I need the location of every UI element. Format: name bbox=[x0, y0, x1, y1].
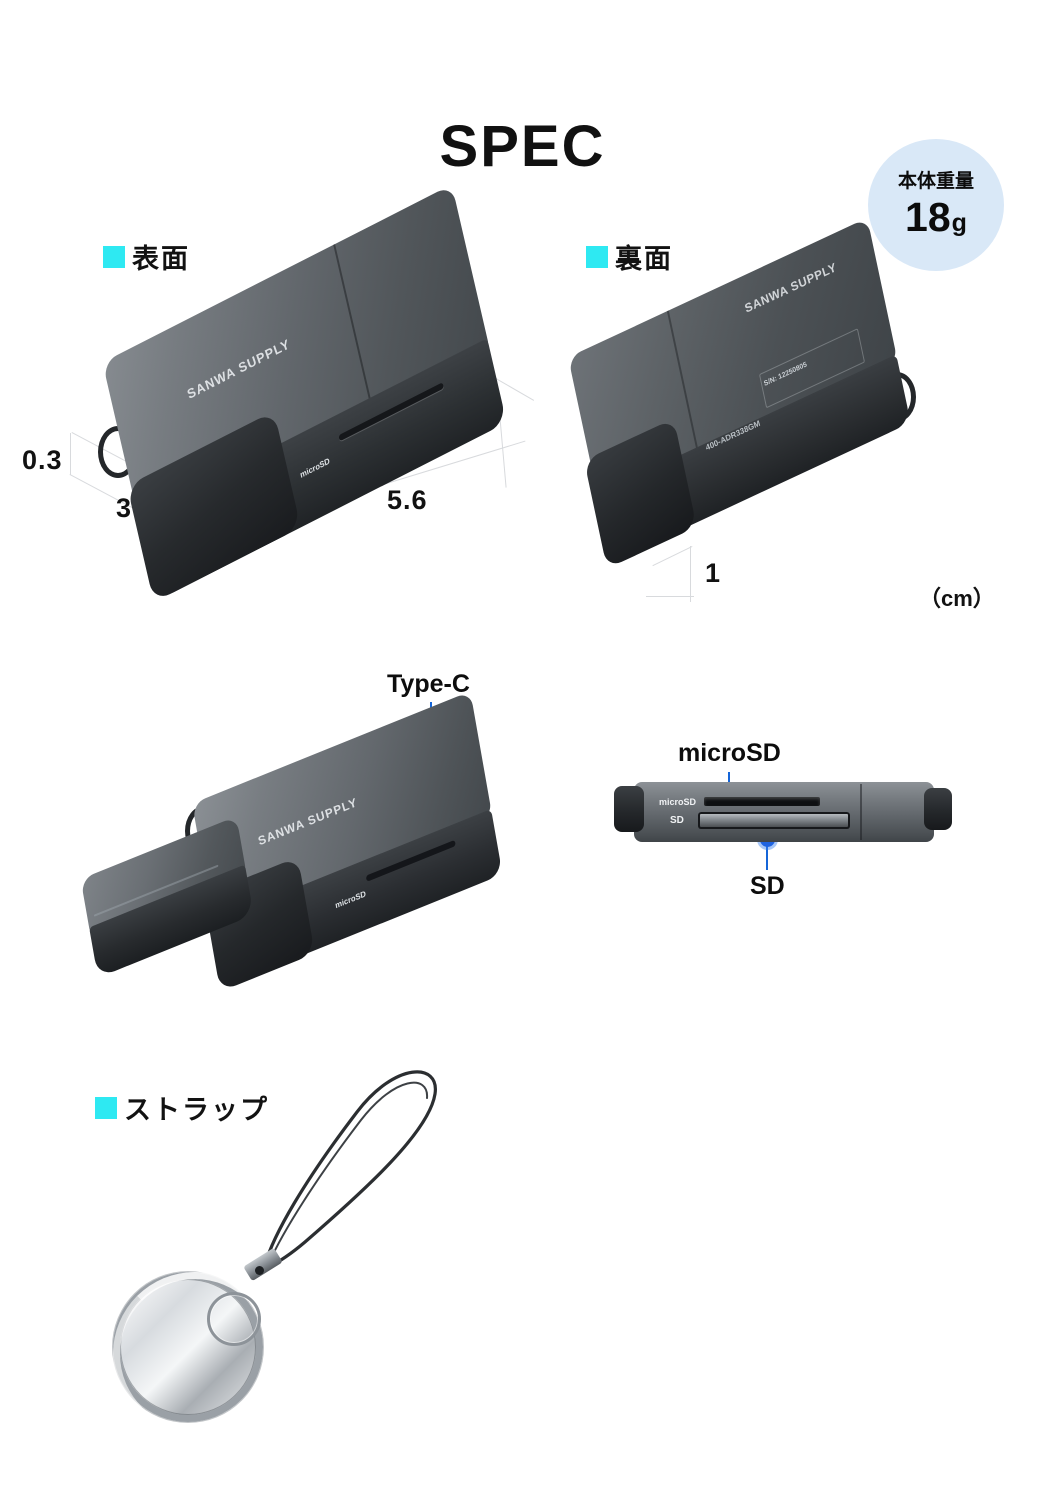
product-body-back: SANWA SUPPLY S/N: 12250805 400-ADR338GM bbox=[568, 217, 911, 569]
section-heading-strap: ストラップ bbox=[95, 1088, 269, 1127]
dimension-back-thickness: 1 bbox=[705, 558, 722, 588]
sd-card-slot bbox=[698, 812, 850, 829]
callout-leader-line bbox=[766, 838, 768, 870]
cyan-square-marker-icon bbox=[95, 1096, 117, 1119]
weight-unit: g bbox=[951, 209, 967, 237]
product-slots-end-view-image: microSD SD bbox=[612, 778, 962, 850]
dimension-guide-line bbox=[70, 433, 71, 475]
weight-number: 18 bbox=[905, 194, 951, 240]
device-end-cap-right bbox=[924, 788, 952, 830]
section-label-front: 表面 bbox=[132, 244, 190, 274]
callout-microsd: microSD bbox=[678, 739, 781, 767]
dimension-length: 5.6 bbox=[387, 485, 428, 515]
dimension-width: 3 bbox=[116, 493, 133, 523]
strap-crimp-hole-icon bbox=[255, 1266, 264, 1275]
dimension-guide-line bbox=[646, 596, 694, 597]
microsd-card-slot bbox=[704, 797, 820, 806]
cyan-square-marker-icon bbox=[103, 245, 125, 268]
dimension-thickness: 0.3 bbox=[22, 445, 63, 475]
key-ring-connector-loop bbox=[207, 1292, 261, 1346]
weight-badge: 本体重量 18g bbox=[868, 139, 1004, 271]
section-label-strap: ストラップ bbox=[124, 1095, 269, 1125]
strap-accessory-image bbox=[95, 1060, 495, 1440]
section-heading-back: 裏面 bbox=[586, 237, 673, 276]
page-title: SPEC bbox=[439, 114, 606, 179]
unit-note: （cm） bbox=[919, 586, 995, 611]
printed-label-sd: SD bbox=[670, 815, 684, 826]
section-label-back: 裏面 bbox=[615, 244, 673, 274]
section-heading-front: 表面 bbox=[103, 237, 190, 276]
strap-cord-icon bbox=[263, 1070, 437, 1270]
device-end-cap-left bbox=[614, 786, 644, 832]
cyan-square-marker-icon bbox=[586, 245, 608, 268]
printed-label-microsd: microSD bbox=[659, 797, 697, 807]
callout-type-c: Type-C bbox=[387, 670, 470, 698]
weight-badge-label: 本体重量 bbox=[897, 171, 974, 192]
product-front-view-image: SANWA SUPPLY microSD bbox=[70, 184, 540, 602]
product-back-view-image: SANWA SUPPLY S/N: 12250805 400-ADR338GM bbox=[548, 217, 968, 578]
callout-sd: SD bbox=[750, 872, 785, 900]
dimension-guide-line bbox=[690, 546, 691, 602]
product-typec-view-image: SANWA SUPPLY microSD bbox=[75, 691, 505, 1000]
device-seam bbox=[860, 784, 862, 840]
weight-badge-value: 18g bbox=[905, 197, 967, 238]
